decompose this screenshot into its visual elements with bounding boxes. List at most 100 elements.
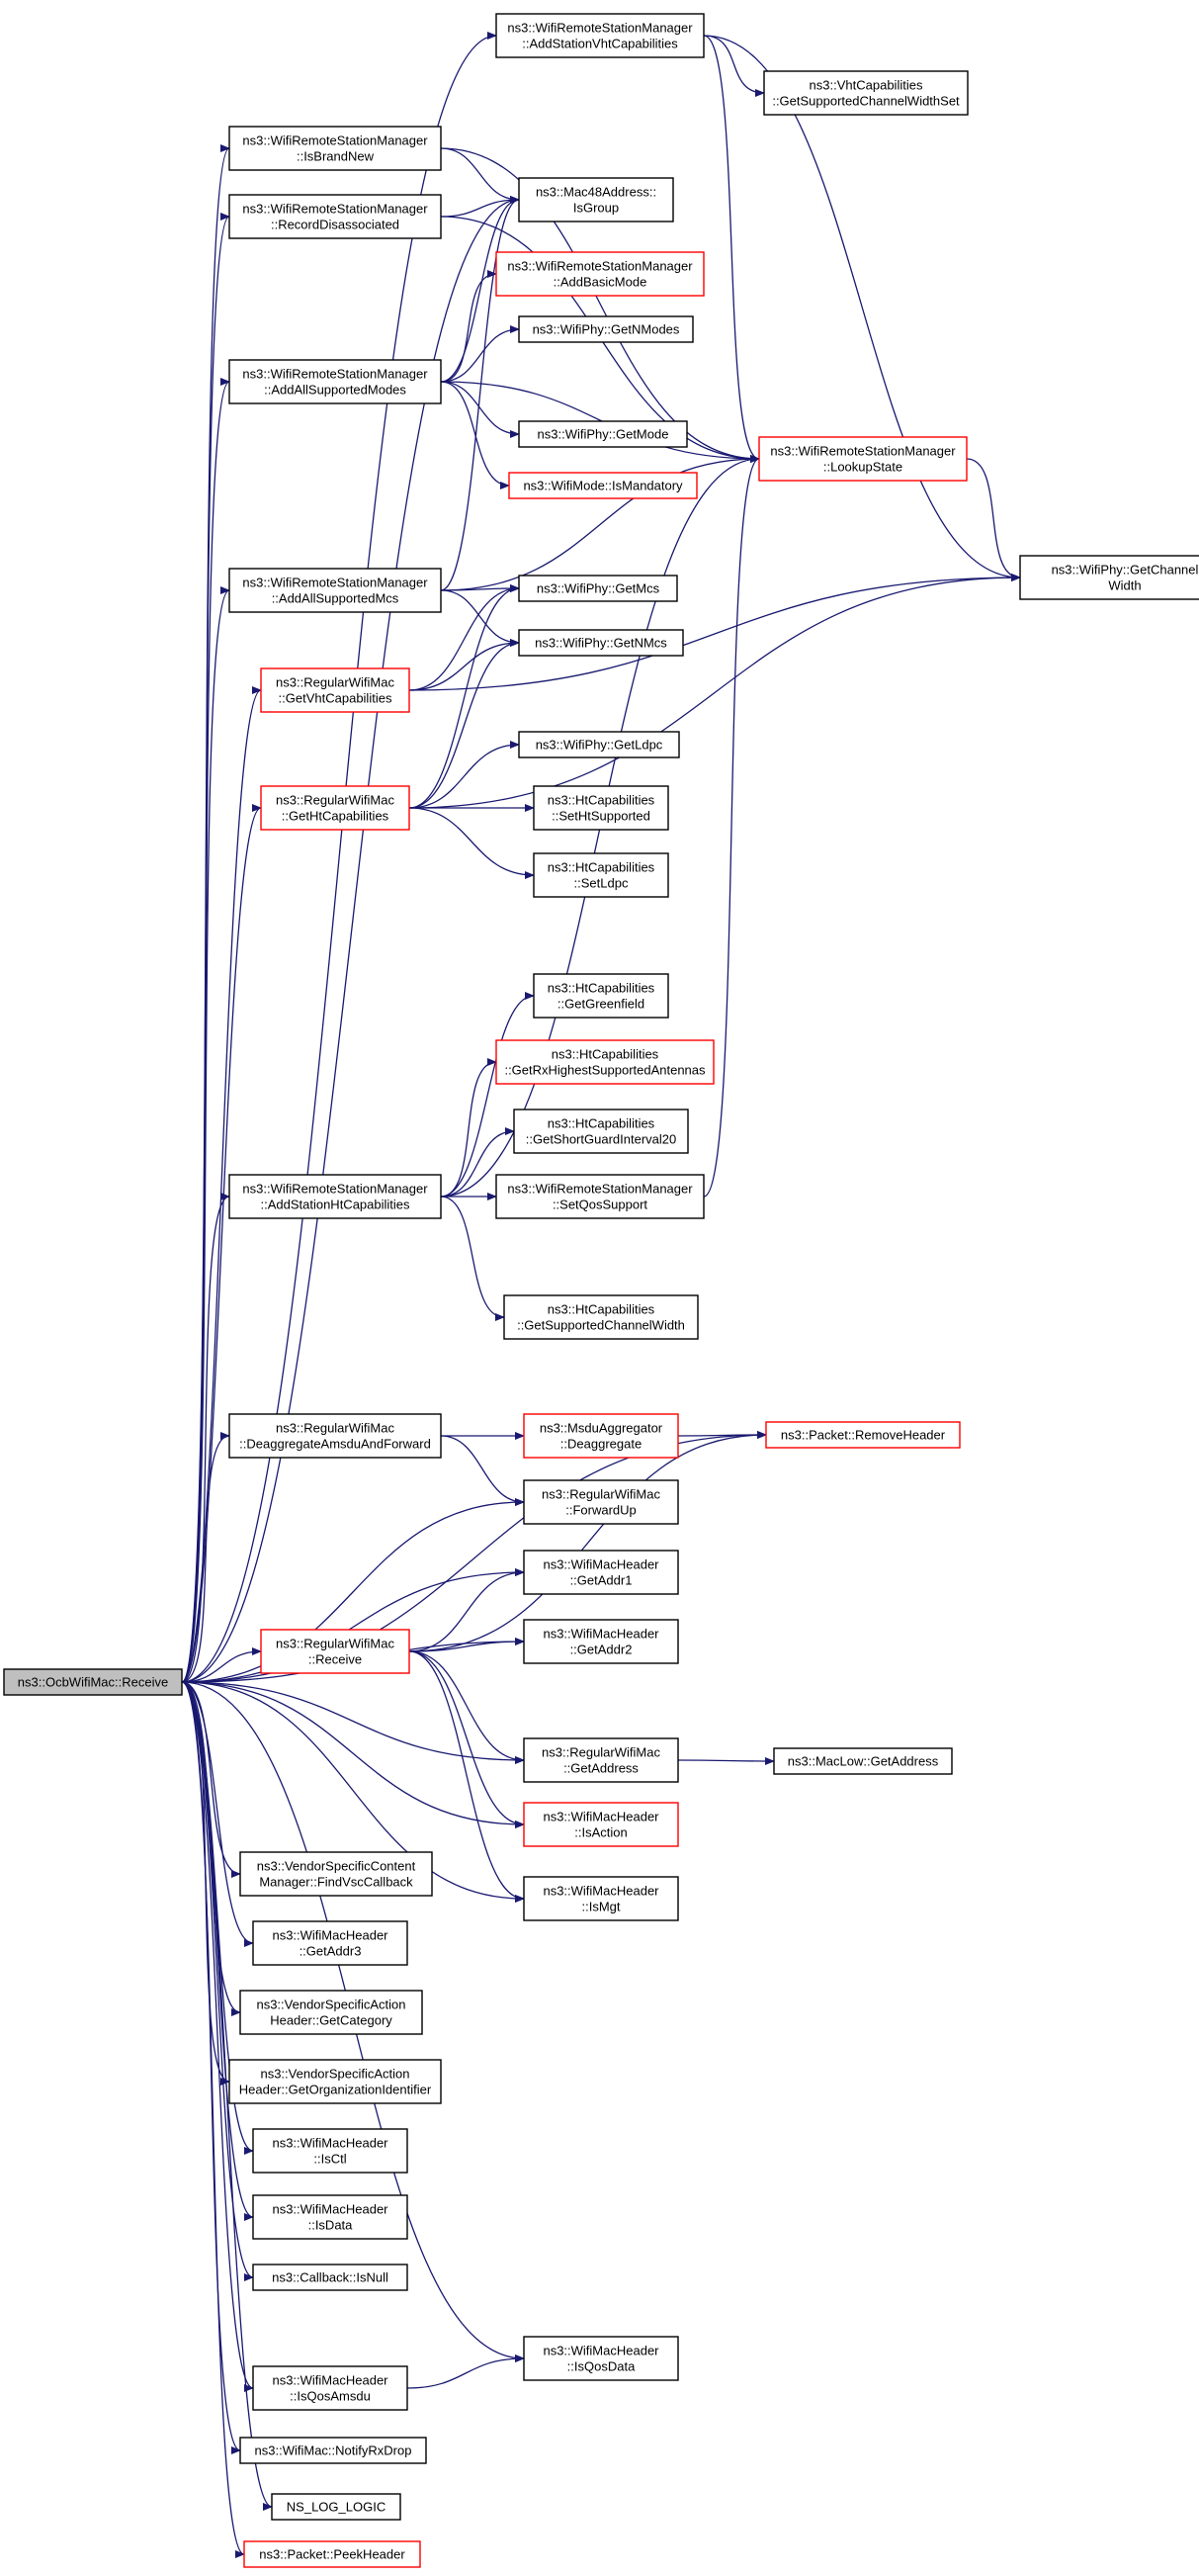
node-set-ht-sup[interactable]: ns3::HtCapabilities::SetHtSupported [533, 785, 669, 831]
node-get-rx-ant[interactable]: ns3::HtCapabilities::GetRxHighestSupport… [495, 1039, 715, 1085]
node-box [239, 1851, 433, 1897]
node-get-mode[interactable]: ns3::WifiPhy::GetMode [518, 420, 688, 448]
edge-add-vht-to-chan-width [703, 35, 1021, 581]
node-add-vht[interactable]: ns3::WifiRemoteStationManager::AddStatio… [495, 13, 705, 58]
edge-add-all-mcs-to-is-group [440, 196, 520, 591]
node-label: ns3::VendorSpecificAction [260, 2067, 409, 2082]
node-reg-recv[interactable]: ns3::RegularWifiMac::Receive [260, 1629, 410, 1674]
node-box [518, 575, 678, 602]
node-box [523, 1550, 679, 1595]
node-box [228, 1174, 442, 1219]
edge-root-to-add-ht [181, 1193, 230, 1683]
node-get-nmcs[interactable]: ns3::WifiPhy::GetNMcs [518, 629, 684, 657]
node-label: ns3::HtCapabilities [548, 860, 655, 875]
node-is-data[interactable]: ns3::WifiMacHeader::IsData [252, 2194, 408, 2240]
node-addr3[interactable]: ns3::WifiMacHeader::GetAddr3 [252, 1920, 408, 1966]
node-box [518, 420, 688, 448]
node-is-group[interactable]: ns3::Mac48Address::IsGroup [518, 177, 674, 222]
node-label: ns3::WifiMacHeader [272, 1928, 388, 1943]
node-box [495, 1039, 715, 1085]
node-root[interactable]: ns3::OcbWifiMac::Receive [3, 1668, 183, 1696]
node-is-mandatory[interactable]: ns3::WifiMode::IsMandatory [508, 472, 698, 499]
node-ns-log[interactable]: NS_LOG_LOGIC [271, 2493, 401, 2521]
node-fwd-up[interactable]: ns3::RegularWifiMac::ForwardUp [523, 1479, 679, 1525]
edge-add-all-modes-to-is-group [440, 196, 520, 383]
node-get-vht[interactable]: ns3::RegularWifiMac::GetVhtCapabilities [260, 667, 410, 713]
node-label: ::IsMgt [581, 1900, 620, 1914]
node-deag-fwd[interactable]: ns3::RegularWifiMac::DeaggregateAmsduAnd… [228, 1413, 442, 1459]
edge-add-all-modes-to-is-mandatory [440, 381, 510, 489]
node-label: ns3::WifiRemoteStationManager [507, 21, 693, 36]
node-box [495, 251, 705, 297]
node-is-mgt[interactable]: ns3::WifiMacHeader::IsMgt [523, 1876, 679, 1921]
node-vht-width[interactable]: ns3::VhtCapabilities::GetSupportedChanne… [763, 70, 969, 116]
edge-root-to-is-action [181, 1681, 525, 1828]
edge-get-vht-to-chan-width [408, 574, 1021, 691]
node-record-dis[interactable]: ns3::WifiRemoteStationManager::RecordDis… [228, 194, 442, 239]
node-label: ::GetSupportedChannelWidth [517, 1318, 685, 1333]
node-mac-low-addr[interactable]: ns3::MacLow::GetAddress [773, 1747, 953, 1775]
node-deag[interactable]: ns3::MsduAggregator::Deaggregate [523, 1413, 679, 1459]
node-is-action[interactable]: ns3::WifiMacHeader::IsAction [523, 1802, 679, 1847]
node-box [765, 1421, 961, 1449]
node-box [260, 1629, 410, 1674]
node-get-nmodes[interactable]: ns3::WifiPhy::GetNModes [518, 315, 694, 343]
node-set-qos[interactable]: ns3::WifiRemoteStationManager::SetQosSup… [495, 1174, 705, 1219]
node-get-mcs[interactable]: ns3::WifiPhy::GetMcs [518, 575, 678, 602]
edge-is-brand-new-to-lookup [440, 147, 760, 463]
node-box [260, 785, 410, 831]
node-add-basic[interactable]: ns3::WifiRemoteStationManager::AddBasicM… [495, 251, 705, 297]
edge-root-to-is-data [181, 1681, 254, 2221]
node-box [523, 1802, 679, 1847]
node-box [252, 2194, 408, 2240]
node-get-sgi[interactable]: ns3::HtCapabilities::GetShortGuardInterv… [513, 1109, 689, 1154]
node-peek-hdr[interactable]: ns3::Packet::PeekHeader [243, 2540, 421, 2568]
node-get-org-id[interactable]: ns3::VendorSpecificActionHeader::GetOrga… [228, 2059, 442, 2104]
edge-set-qos-to-lookup [703, 455, 760, 1198]
node-label: ns3::WifiMacHeader [543, 2344, 659, 2358]
edge-reg-recv-to-addr1 [408, 1568, 525, 1652]
node-label: ns3::WifiMacHeader [272, 2136, 388, 2151]
node-get-category[interactable]: ns3::VendorSpecificActionHeader::GetCate… [239, 1990, 423, 2035]
node-is-brand-new[interactable]: ns3::WifiRemoteStationManager::IsBrandNe… [228, 126, 442, 171]
node-lookup[interactable]: ns3::WifiRemoteStationManager::LookupSta… [758, 436, 968, 482]
node-set-ldpc[interactable]: ns3::HtCapabilities::SetLdpc [533, 852, 669, 898]
edge-root-to-deag-fwd [181, 1432, 230, 1683]
node-is-qos-amsdu[interactable]: ns3::WifiMacHeader::IsQosAmsdu [252, 2365, 408, 2411]
node-add-ht[interactable]: ns3::WifiRemoteStationManager::AddStatio… [228, 1174, 442, 1219]
edge-root-to-add-all-modes [181, 378, 230, 1683]
node-get-ldpc[interactable]: ns3::WifiPhy::GetLdpc [518, 731, 680, 758]
node-label: ns3::WifiMode::IsMandatory [523, 479, 683, 493]
node-box [503, 1294, 699, 1340]
edge-add-all-modes-to-get-nmodes [440, 325, 520, 383]
node-box [523, 1737, 679, 1783]
node-is-ctl[interactable]: ns3::WifiMacHeader::IsCtl [252, 2128, 408, 2174]
node-addr1[interactable]: ns3::WifiMacHeader::GetAddr1 [523, 1550, 679, 1595]
edge-reg-recv-to-is-mgt [408, 1650, 525, 1903]
node-get-address[interactable]: ns3::RegularWifiMac::GetAddress [523, 1737, 679, 1783]
node-box [228, 1413, 442, 1459]
edge-root-to-is-ctl [181, 1681, 254, 2155]
node-add-all-modes[interactable]: ns3::WifiRemoteStationManager::AddAllSup… [228, 359, 442, 404]
node-is-null[interactable]: ns3::Callback::IsNull [252, 2264, 408, 2291]
edge-is-brand-new-to-is-group [440, 147, 520, 204]
node-is-qos-data[interactable]: ns3::WifiMacHeader::IsQosData [523, 2336, 679, 2381]
node-notify-drop[interactable]: ns3::WifiMac::NotifyRxDrop [239, 2437, 427, 2464]
node-ht-width[interactable]: ns3::HtCapabilities::GetSupportedChannel… [503, 1294, 699, 1340]
node-label: ns3::VendorSpecificAction [256, 1998, 405, 2012]
edge-root-to-fwd-up [181, 1498, 525, 1683]
node-label: Header::GetOrganizationIdentifier [239, 2083, 432, 2097]
edge-reg-recv-to-remove-hdr [408, 1431, 767, 1652]
node-get-ht[interactable]: ns3::RegularWifiMac::GetHtCapabilities [260, 785, 410, 831]
node-addr2[interactable]: ns3::WifiMacHeader::GetAddr2 [523, 1619, 679, 1664]
node-label: ns3::WifiPhy::GetMode [538, 427, 669, 442]
node-label: ::SetLdpc [574, 876, 629, 891]
node-label: ns3::RegularWifiMac [276, 1421, 394, 1436]
node-find-vsc[interactable]: ns3::VendorSpecificContentManager::FindV… [239, 1851, 433, 1897]
node-get-green[interactable]: ns3::HtCapabilities::GetGreenfield [533, 973, 669, 1019]
node-add-all-mcs[interactable]: ns3::WifiRemoteStationManager::AddAllSup… [228, 568, 442, 613]
node-label: ns3::MsduAggregator [540, 1421, 663, 1436]
node-remove-hdr[interactable]: ns3::Packet::RemoveHeader [765, 1421, 961, 1449]
